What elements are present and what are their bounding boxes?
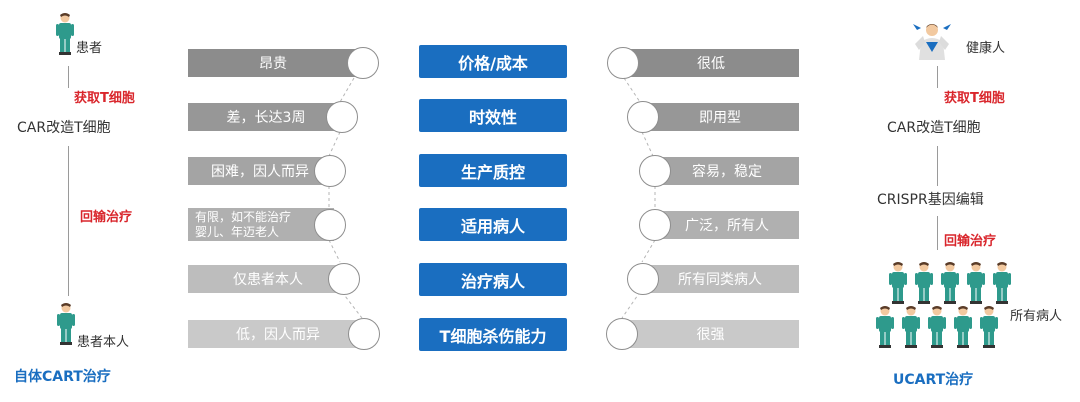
patient-figure-icon: [941, 262, 959, 308]
right-step-crispr: CRISPR基因编辑: [877, 192, 984, 208]
right-step-car-modify: CAR改造T细胞: [887, 120, 981, 136]
patient-figure-icon: [980, 306, 998, 352]
cart-value-treated-patients: 仅患者本人: [188, 265, 348, 293]
patient-self-label: 患者本人: [77, 335, 130, 350]
ucart-node-circle: [639, 155, 671, 187]
cart-value-quality-control: 困难，因人而异: [188, 157, 332, 185]
ucart-node-circle: [606, 318, 638, 350]
right-connector-1: [937, 66, 938, 88]
cart-value-timeliness: 差，长达3周: [188, 103, 344, 131]
left-step-car-modify: CAR改造T细胞: [17, 120, 111, 136]
criterion-treated-patients: 治疗病人: [419, 263, 567, 296]
cart-node-circle: [314, 209, 346, 241]
cart-node-circle: [314, 155, 346, 187]
criterion-applicable-patients: 适用病人: [419, 208, 567, 241]
healthy-person-hero-icon: [911, 20, 953, 64]
all-patients-label: 所有病人: [1010, 309, 1063, 324]
patient-figure-icon: [876, 306, 894, 352]
left-step-get-t-cells: 获取T细胞: [74, 91, 135, 106]
criterion-timeliness: 时效性: [419, 99, 567, 132]
patient-figure-icon: [889, 262, 907, 308]
cart-node-circle: [326, 101, 358, 133]
ucart-value-treated-patients: 所有同类病人: [641, 265, 799, 293]
right-connector-3: [937, 216, 938, 250]
left-connector-2: [68, 146, 69, 296]
right-step-get-t-cells: 获取T细胞: [944, 91, 1005, 106]
left-step-reinfusion: 回输治疗: [80, 210, 133, 225]
ucart-node-circle: [627, 263, 659, 295]
ucart-title: UCART治疗: [893, 372, 974, 388]
ucart-value-killing-ability: 很强: [622, 320, 799, 348]
cart-node-circle: [348, 318, 380, 350]
ucart-value-cost: 很低: [623, 49, 799, 77]
criterion-cost: 价格/成本: [419, 45, 567, 78]
criterion-quality-control: 生产质控: [419, 154, 567, 187]
patient-figure-icon: [993, 262, 1011, 308]
patient-figure-icon: [902, 306, 920, 352]
ucart-value-quality-control: 容易，稳定: [655, 157, 799, 185]
patient-figure-icon: [967, 262, 985, 308]
patient-figure-icon: [954, 306, 972, 352]
cart-node-circle: [347, 47, 379, 79]
ucart-node-circle: [607, 47, 639, 79]
criterion-killing-ability: T细胞杀伤能力: [419, 318, 567, 351]
healthy-person-label: 健康人: [966, 41, 1006, 56]
ucart-node-circle: [639, 209, 671, 241]
patient-figure-icon: [56, 13, 74, 59]
left-connector-1: [68, 66, 69, 88]
patient-label: 患者: [76, 41, 103, 56]
patient-figure-icon: [915, 262, 933, 308]
right-connector-2: [937, 146, 938, 186]
ucart-value-timeliness: 即用型: [641, 103, 799, 131]
patient-figure-icon: [928, 306, 946, 352]
right-step-reinfusion: 回输治疗: [944, 234, 997, 249]
cart-node-circle: [328, 263, 360, 295]
ucart-node-circle: [627, 101, 659, 133]
cart-value-applicable-patients: 有限，如不能治疗婴儿、年迈老人: [188, 208, 334, 241]
cart-value-cost: 昂贵: [188, 49, 358, 77]
autologous-cart-title: 自体CART治疗: [14, 369, 111, 385]
cart-value-killing-ability: 低，因人而异: [188, 320, 368, 348]
patient-self-figure-icon: [57, 303, 75, 349]
ucart-value-applicable-patients: 广泛，所有人: [655, 211, 799, 239]
